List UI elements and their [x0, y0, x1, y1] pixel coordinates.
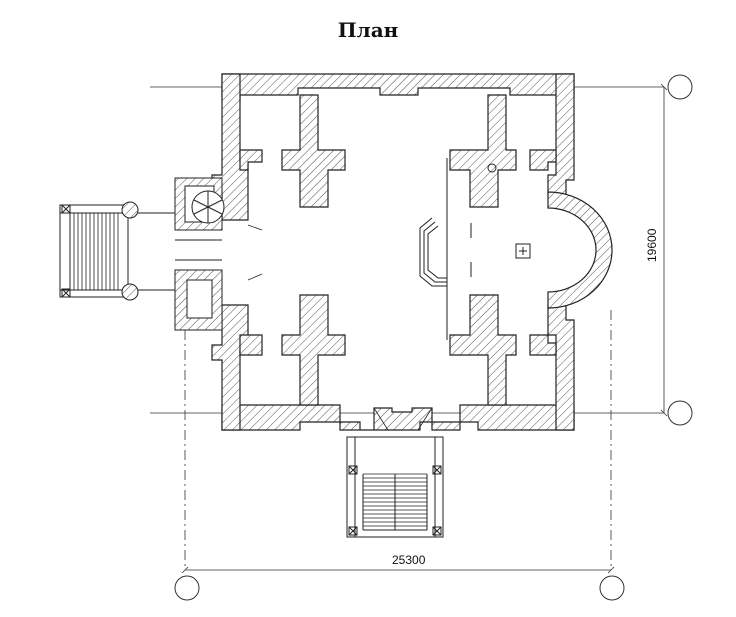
bottom-wall — [221, 404, 575, 431]
west-stairs — [59, 201, 175, 301]
pier-top-left — [281, 94, 346, 208]
pier-top-right — [449, 94, 517, 208]
exterior-walls — [211, 73, 575, 431]
west-porch — [174, 177, 225, 331]
pier-side-upper-left — [239, 149, 263, 171]
top-wall — [221, 73, 575, 101]
iconostasis — [419, 158, 531, 340]
pier-bottom-right — [449, 294, 517, 406]
pier-side-upper-right — [529, 149, 557, 171]
axis-bubble-bottom-left — [174, 575, 200, 601]
axis-bubbles — [174, 74, 693, 601]
axis-bubble-bottom-right — [667, 400, 693, 426]
pier-bottom-left — [281, 294, 346, 406]
right-wall-lower — [547, 304, 575, 431]
door-swings — [247, 224, 433, 431]
plan-title: План — [337, 18, 399, 42]
pier-side-lower-left — [239, 334, 263, 356]
height-dimension-label: 19600 — [645, 228, 659, 262]
pier-side-lower-right — [529, 334, 557, 356]
width-dimension-label: 25300 — [392, 553, 426, 567]
apse — [547, 191, 613, 309]
interior-piers — [239, 94, 557, 406]
south-stairs — [346, 436, 444, 538]
axis-bubble-bottom-right-lower — [599, 575, 625, 601]
axis-bubble-top-right — [667, 74, 693, 100]
